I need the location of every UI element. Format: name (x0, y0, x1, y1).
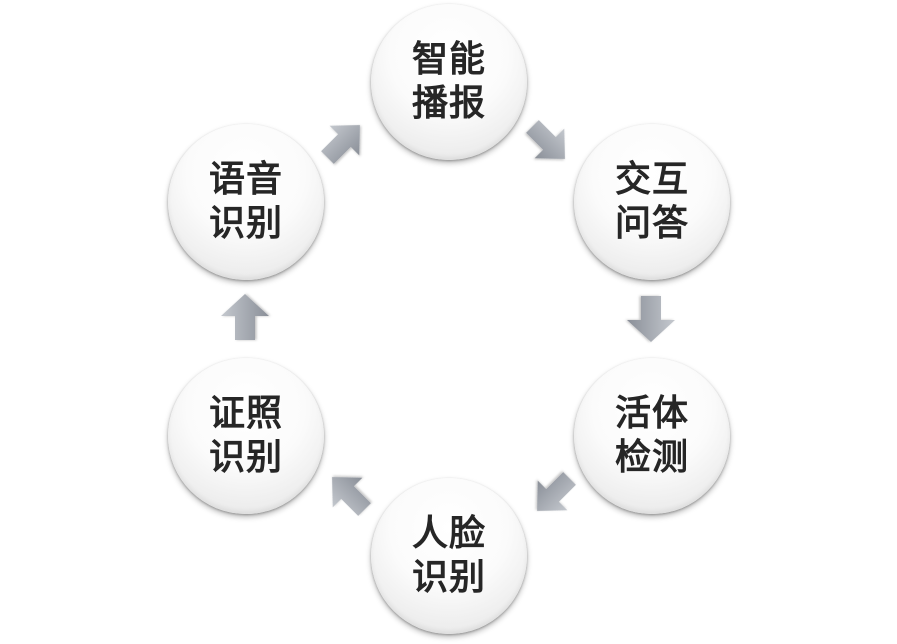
node-label-line2: 识别 (411, 557, 486, 598)
node-label-line1: 证照 (208, 393, 283, 434)
node-id-document-recognition: 证照 识别 (168, 358, 324, 514)
arrow-face-recognition-to-id-recognition (332, 477, 371, 516)
node-interactive-qa: 交互 问答 (574, 124, 730, 280)
node-label-line1: 交互 (614, 159, 689, 200)
node-face-recognition: 人脸 识别 (371, 478, 527, 634)
node-label-line1: 智能 (411, 39, 486, 80)
node-label-line1: 活体 (614, 393, 689, 434)
node-label-line2: 识别 (208, 437, 283, 478)
arrow-speech-recognition-to-smart-broadcast (321, 125, 360, 164)
arrow-interactive-qa-to-liveness (627, 296, 675, 342)
node-smart-broadcast: 智能 播报 (371, 4, 527, 160)
arrow-liveness-to-face-recognition (537, 472, 576, 511)
node-liveness-detection: 活体 检测 (574, 358, 730, 514)
node-label-line2: 问答 (614, 203, 689, 244)
node-speech-recognition: 语音 识别 (168, 124, 324, 280)
arrow-top-to-interactive-qa (526, 120, 565, 159)
node-label-line2: 播报 (411, 83, 486, 124)
node-label-line2: 识别 (208, 203, 283, 244)
node-label-line1: 人脸 (411, 513, 486, 554)
node-label-line2: 检测 (614, 437, 689, 478)
arrow-id-recognition-to-speech-recognition (221, 294, 269, 340)
node-label-line1: 语音 (208, 159, 283, 200)
